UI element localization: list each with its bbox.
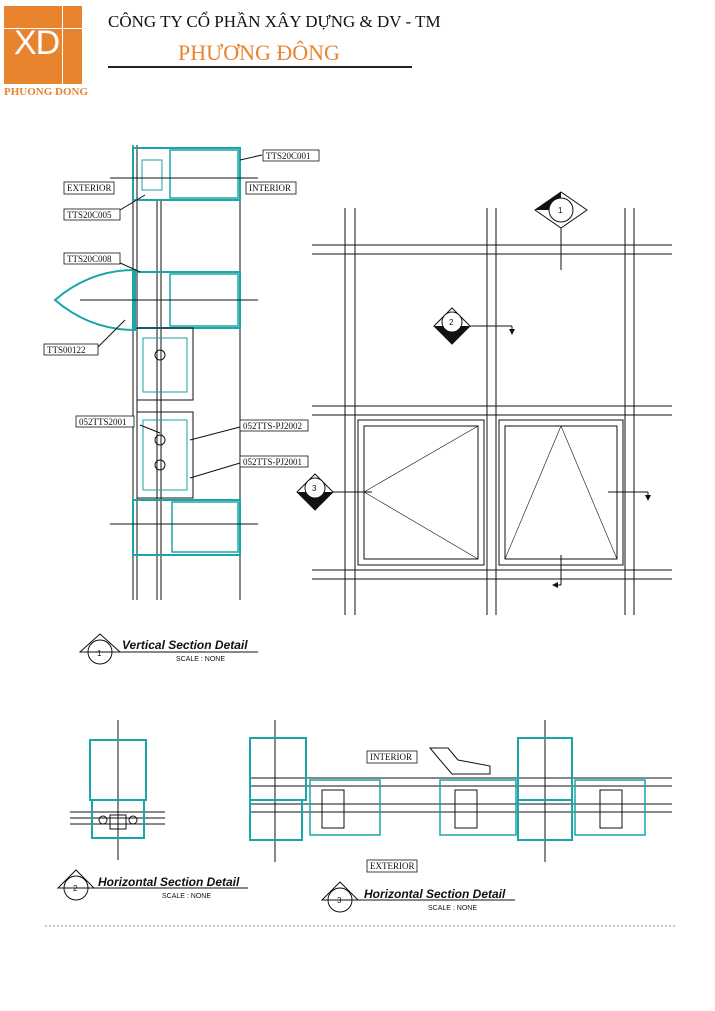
horizontal-section-3-labels: INTERIOR EXTERIOR xyxy=(366,750,418,873)
curtain-wall-elevation xyxy=(312,208,672,615)
elevation-marker-2: 2 xyxy=(449,318,454,327)
label-tts00122: TTS00122 xyxy=(47,345,86,355)
logo-subtitle: PHUONG DONG xyxy=(4,86,89,98)
vertical-section-title: 1 Vertical Section Detail SCALE : NONE xyxy=(78,633,258,665)
label-052tts-pj2002: 052TTS-PJ2002 xyxy=(243,421,302,431)
elevation-marker-3: 3 xyxy=(312,484,317,493)
label-h3-interior: INTERIOR xyxy=(370,752,412,762)
horizontal-section-detail-2 xyxy=(70,720,165,860)
section-marker-1: 1 xyxy=(534,191,588,229)
label-tts20c008: TTS20C008 xyxy=(67,254,112,264)
vertical-section-detail xyxy=(53,145,263,600)
logo-line-horizontal xyxy=(4,28,82,29)
label-tts20c001: TTS20C001 xyxy=(266,151,311,161)
section-marker-3: 3 xyxy=(296,473,334,511)
logo-line-vertical xyxy=(62,6,63,84)
label-exterior: EXTERIOR xyxy=(67,183,112,193)
company-line: CÔNG TY CỔ PHẦN XÂY DỰNG & DV - TM xyxy=(108,12,441,31)
horizontal-section-detail-3 xyxy=(249,720,672,862)
elevation-markers: 1 2 3 xyxy=(296,191,588,511)
vertical-section-scale: SCALE : NONE xyxy=(176,656,225,663)
elevation-marker-1: 1 xyxy=(558,206,563,215)
horizontal-section-title-3: 3 Horizontal Section Detail SCALE : NONE xyxy=(320,881,515,913)
label-052tts2001: 052TTS2001 xyxy=(79,417,127,427)
brand-name: PHƯƠNG ĐÔNG xyxy=(178,40,340,65)
logo-text: XD xyxy=(14,24,60,62)
vertical-section-labels: TTS20C001 EXTERIOR INTERIOR TTS20C005 TT… xyxy=(43,149,320,468)
marker-1-label: 1 xyxy=(97,649,102,658)
label-h3-exterior: EXTERIOR xyxy=(370,861,415,871)
header-rule xyxy=(108,66,412,68)
company-logo: XD xyxy=(4,6,82,84)
vertical-section-title-text: Vertical Section Detail xyxy=(122,638,248,652)
document-header: XD PHUONG DONG CÔNG TY CỔ PHẦN XÂY DỰNG … xyxy=(0,0,715,100)
marker-2-label: 2 xyxy=(73,884,78,893)
label-interior: INTERIOR xyxy=(249,183,291,193)
marker-3-label: 3 xyxy=(337,896,342,905)
horizontal-section-3-scale: SCALE : NONE xyxy=(428,905,477,912)
horizontal-section-title-2: 2 Horizontal Section Detail SCALE : NONE xyxy=(56,869,248,901)
section-marker-2: 2 xyxy=(433,307,471,345)
horizontal-section-2-scale: SCALE : NONE xyxy=(162,893,211,900)
horizontal-section-3-title-text: Horizontal Section Detail xyxy=(364,887,506,901)
label-tts20c005: TTS20C005 xyxy=(67,210,112,220)
horizontal-section-2-title-text: Horizontal Section Detail xyxy=(98,875,240,889)
label-052tts-pj2001: 052TTS-PJ2001 xyxy=(243,457,302,467)
